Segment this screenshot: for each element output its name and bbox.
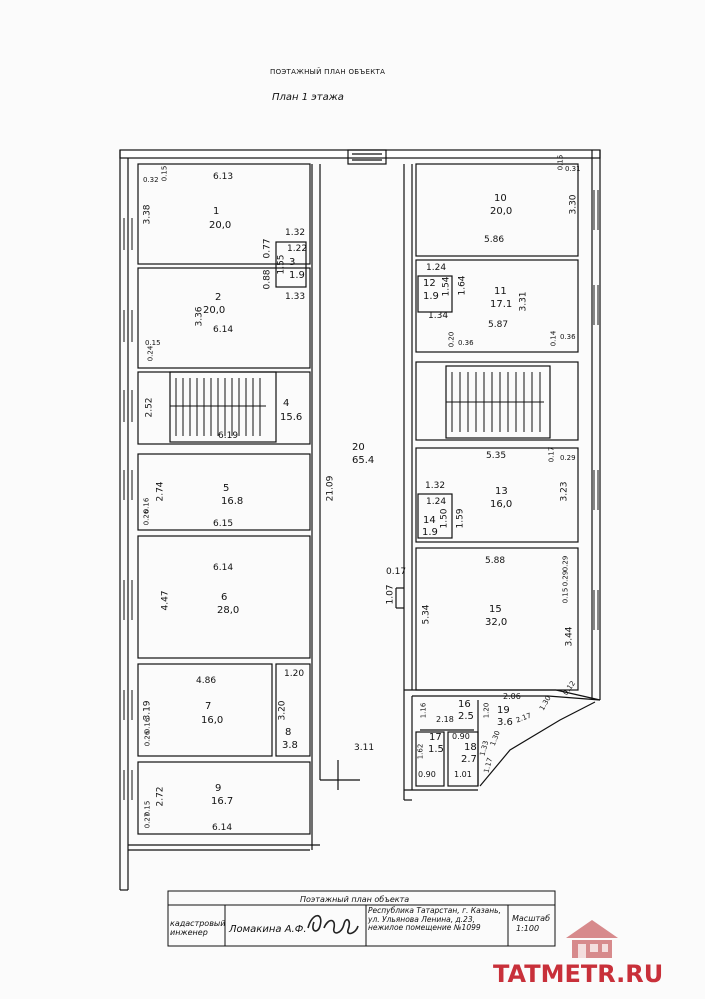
room-number: 10 bbox=[494, 193, 507, 204]
room-area: 1.9 bbox=[423, 291, 439, 302]
stamp-scale-label: Масштаб bbox=[512, 914, 551, 923]
dimension-label: 1.24 bbox=[426, 263, 447, 273]
stamp-role: кадастровый инженер bbox=[170, 919, 226, 937]
room-area: 16,0 bbox=[201, 715, 224, 726]
dimension-label: 0.90 bbox=[452, 732, 470, 741]
dimension-label: 1.20 bbox=[284, 669, 305, 679]
room-area: 65.4 bbox=[352, 455, 375, 466]
room-area: 3.8 bbox=[282, 740, 298, 751]
room-area: 20,0 bbox=[203, 305, 226, 316]
dimension-label: 6.19 bbox=[218, 431, 239, 441]
dimension-label: 0.17 bbox=[386, 567, 407, 577]
room-number: 3 bbox=[289, 257, 296, 268]
dimension-label: 6.14 bbox=[212, 823, 233, 833]
room-area: 16,0 bbox=[490, 499, 513, 510]
watermark-house-icon bbox=[566, 920, 618, 958]
room-area: 2.5 bbox=[458, 711, 474, 722]
room-number: 20 bbox=[352, 442, 365, 453]
room-number: 7 bbox=[205, 701, 212, 712]
room-number: 11 bbox=[494, 286, 507, 297]
dimension-label: 1.34 bbox=[428, 311, 449, 321]
room-number: 9 bbox=[215, 783, 222, 794]
room-number: 12 bbox=[423, 278, 436, 289]
dimension-label: 0.36 bbox=[560, 333, 576, 341]
room-area: 20,0 bbox=[209, 220, 232, 231]
dimension-label: 0.31 bbox=[565, 165, 581, 173]
dimension-label: 1.24 bbox=[426, 497, 447, 507]
room-number: 19 bbox=[497, 705, 510, 716]
room-area: 17.1 bbox=[490, 299, 513, 310]
dimension-label: 3.11 bbox=[354, 743, 375, 753]
room-area: 15.6 bbox=[280, 412, 303, 423]
dimension-label: 5.86 bbox=[484, 235, 505, 245]
stamp-title: Поэтажный план объекта bbox=[300, 895, 410, 904]
dimension-label: 2.06 bbox=[503, 692, 521, 701]
watermark-text: TATMETR.RU bbox=[493, 960, 664, 988]
stamp-scale: 1:100 bbox=[516, 924, 540, 933]
dimension-label: 5.88 bbox=[485, 556, 506, 566]
room-area: 16.8 bbox=[221, 496, 244, 507]
dimension-label: 1.32 bbox=[425, 481, 446, 491]
room-area: 32,0 bbox=[485, 617, 508, 628]
room-area: 28,0 bbox=[217, 605, 240, 616]
room-area: 1.9 bbox=[289, 270, 305, 281]
dimension-label: 1.32 bbox=[285, 228, 306, 238]
room-number: 2 bbox=[215, 292, 222, 303]
room-area: 1.9 bbox=[422, 527, 438, 538]
room-area: 2.7 bbox=[461, 754, 477, 765]
room-number: 16 bbox=[458, 699, 471, 710]
dimension-label: 0.90 bbox=[418, 770, 436, 779]
dimension-label: 6.14 bbox=[213, 325, 234, 335]
room-number: 8 bbox=[285, 727, 292, 738]
room-number: 15 bbox=[489, 604, 502, 615]
dimension-label: 0.36 bbox=[458, 339, 474, 347]
room-number: 14 bbox=[423, 515, 436, 526]
room-number: 13 bbox=[495, 486, 508, 497]
dimension-label: 6.14 bbox=[213, 563, 234, 573]
plan-header-title: ПОЭТАЖНЫЙ ПЛАН ОБЪЕКТА bbox=[270, 68, 386, 76]
room-number: 17 bbox=[429, 732, 442, 743]
room-number: 6 bbox=[221, 592, 228, 603]
dimension-label: 2.18 bbox=[436, 715, 454, 724]
room-number: 5 bbox=[223, 483, 230, 494]
room-area: 20,0 bbox=[490, 206, 513, 217]
room-area: 3.6 bbox=[497, 717, 513, 728]
stamp-name: Ломакина А.Ф. bbox=[229, 924, 307, 935]
dimension-label: 5.35 bbox=[486, 451, 507, 461]
dimension-label: 1.22 bbox=[287, 244, 308, 254]
room-number: 18 bbox=[464, 742, 477, 753]
room-number: 1 bbox=[213, 206, 220, 217]
dimension-label: 0.29 bbox=[560, 454, 576, 462]
room-area: 1.5 bbox=[428, 744, 444, 755]
stamp-address: Республика Татарстан, г. Казань, ул. Уль… bbox=[368, 906, 501, 933]
dimension-label: 6.15 bbox=[213, 519, 234, 529]
dimension-label: 1.33 bbox=[285, 292, 306, 302]
dimension-label: 0.32 bbox=[143, 176, 159, 184]
room-area: 16.7 bbox=[211, 796, 234, 807]
dimension-label: 5.87 bbox=[488, 320, 509, 330]
dimension-label: 0.15 bbox=[145, 339, 161, 347]
dimension-label: 6.13 bbox=[213, 172, 234, 182]
plan-header-subtitle: План 1 этажа bbox=[272, 92, 344, 103]
dimension-label: 4.86 bbox=[196, 676, 217, 686]
dimension-label: 1.01 bbox=[454, 770, 472, 779]
room-number: 4 bbox=[283, 398, 290, 409]
signature-image bbox=[307, 914, 359, 935]
